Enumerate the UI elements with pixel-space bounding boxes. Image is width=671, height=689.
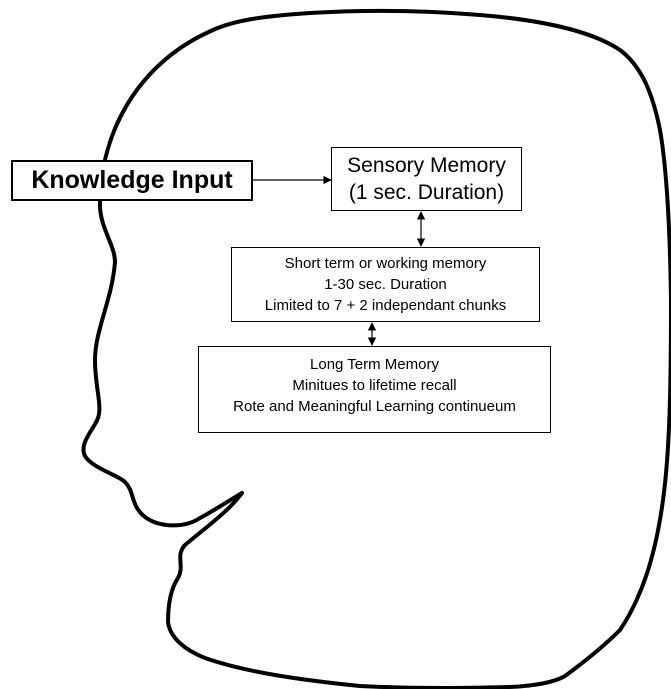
sensory-memory-duration: (1 sec. Duration) — [348, 181, 505, 204]
short-term-memory-box: Short term or working memory 1-30 sec. D… — [231, 247, 540, 322]
sensory-memory-box: Sensory Memory (1 sec. Duration) — [331, 147, 522, 211]
short-term-memory-title: Short term or working memory — [284, 255, 487, 272]
long-term-memory-title: Long Term Memory — [310, 356, 439, 373]
knowledge-input-label: Knowledge Input — [31, 166, 233, 194]
short-term-memory-limit: Limited to 7 + 2 independant chunks — [264, 297, 507, 314]
head-outline — [81, 8, 671, 689]
long-term-memory-recall: Minitues to lifetime recall — [292, 377, 457, 394]
sensory-memory-title: Sensory Memory — [347, 154, 506, 177]
long-term-memory-learning: Rote and Meaningful Learning continueum — [233, 398, 516, 415]
short-term-memory-duration: 1-30 sec. Duration — [324, 276, 447, 293]
long-term-memory-box: Long Term Memory Minitues to lifetime re… — [198, 346, 551, 433]
knowledge-input-box: Knowledge Input — [11, 160, 253, 201]
